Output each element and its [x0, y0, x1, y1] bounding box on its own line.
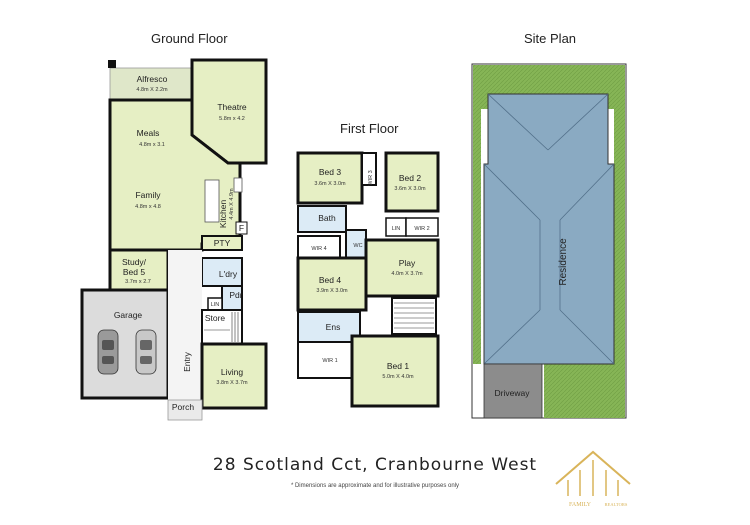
- family-realtors-logo: FAMILY REALTORS: [548, 440, 638, 510]
- play-dims: 4.0m X 3.7m: [391, 271, 423, 277]
- bed1-room: [350, 334, 440, 408]
- first-floor-heading: First Floor: [340, 121, 399, 136]
- bed2-room: [384, 151, 440, 213]
- bath-room: [297, 205, 347, 233]
- bed2-label: Bed 2: [399, 173, 421, 183]
- theatre-dims: 5.8m x 4.2: [219, 116, 245, 122]
- ground-corner-block: [108, 60, 116, 68]
- family-dims: 4.8m x 4.8: [135, 204, 161, 210]
- ground-floor-plan: Alfresco 4.8m X 2.2m Theatre 5.8m x 4.2 …: [80, 58, 268, 421]
- ground-floor-heading: Ground Floor: [151, 31, 228, 46]
- first-linen-label: LIN: [392, 226, 401, 232]
- pantry-room: [201, 235, 243, 251]
- kitchen-island: [204, 179, 220, 223]
- wir2-label: WIR 2: [414, 226, 429, 232]
- wir3-label: WIR 3: [368, 170, 374, 185]
- side-lawn-right: [614, 109, 625, 364]
- logo-text-family: FAMILY: [569, 502, 592, 508]
- side-lawn-left: [473, 109, 481, 364]
- laundry-room: [201, 257, 243, 287]
- residence-roof: [483, 93, 615, 365]
- play-room: [364, 238, 440, 298]
- entry-label: Entry: [182, 351, 192, 372]
- theatre-label: Theatre: [217, 102, 247, 112]
- living-dims: 3.8m X 3.7m: [216, 380, 248, 386]
- wir2-room: [405, 217, 439, 237]
- living-label: Living: [221, 367, 243, 377]
- first-stair-treads: [394, 302, 434, 329]
- front-lawn: [544, 364, 625, 418]
- bed4-label: Bed 4: [319, 275, 341, 285]
- site-plan-drawing: Driveway Residence: [471, 63, 627, 419]
- porch: [167, 399, 203, 421]
- wir3-room: [361, 152, 377, 186]
- study-room: [108, 248, 170, 292]
- bed1-dims: 5.0m X 4.0m: [382, 374, 414, 380]
- ground-linen-label: LIN: [211, 302, 220, 308]
- study-dims: 3.7m x 2.7: [125, 279, 151, 285]
- bed3-room: [296, 151, 364, 205]
- ensuite-room: [297, 311, 361, 343]
- porch-label: Porch: [172, 402, 194, 412]
- bath-label: Bath: [318, 213, 336, 223]
- alfresco-room: [109, 67, 193, 101]
- play-label: Play: [399, 258, 416, 268]
- study-label-line1: Study/: [122, 257, 147, 267]
- store-label: Store: [205, 313, 226, 323]
- house-logo-icon: FAMILY REALTORS: [555, 450, 631, 508]
- site-plan-heading: Site Plan: [524, 31, 577, 46]
- powder-label: Pdr: [229, 290, 242, 300]
- cooktop: [233, 177, 243, 193]
- fridge-label: F: [239, 223, 244, 233]
- first-stairs: [391, 297, 437, 335]
- alfresco-dims: 4.8m X 2.2m: [136, 87, 168, 93]
- wir4-label: WIR 4: [311, 246, 326, 252]
- kitchen-label: Kitchen: [218, 200, 228, 229]
- wc-label: WC: [353, 243, 362, 249]
- bed1-label: Bed 1: [387, 361, 409, 371]
- entry-hall: [168, 250, 202, 400]
- laundry-label: L'dry: [219, 269, 238, 279]
- wir1-label: WIR 1: [322, 358, 337, 364]
- meals-dims: 4.8m x 3.1: [139, 142, 165, 148]
- ensuite-label: Ens: [326, 322, 341, 332]
- bed3-label: Bed 3: [319, 167, 341, 177]
- bed2-dims: 3.6m X 3.0m: [394, 186, 426, 192]
- property-address: 28 Scotland Cct, Cranbourne West: [212, 455, 538, 475]
- store-stairs: [201, 309, 243, 345]
- dimensions-disclaimer: * Dimensions are approximate and for ill…: [290, 483, 460, 489]
- study-label-line2: Bed 5: [123, 267, 145, 277]
- pantry-label: PTY: [214, 238, 231, 248]
- family-label: Family: [135, 190, 161, 200]
- wir1-room: [297, 341, 353, 379]
- alfresco-label: Alfresco: [137, 74, 168, 84]
- driveway: [483, 363, 543, 419]
- roof-ridges: [483, 93, 615, 365]
- bed3-dims: 3.6m X 3.0m: [314, 181, 346, 187]
- ground-stairs: [204, 312, 239, 342]
- kitchen-dims: 4.4m X 4.9m: [229, 188, 235, 220]
- meals-label: Meals: [137, 128, 160, 138]
- logo-text-realtors: REALTORS: [605, 502, 628, 507]
- car-icon: [135, 329, 157, 375]
- fridge-box: [235, 221, 248, 235]
- car-icon: [97, 329, 119, 375]
- bed4-dims: 3.9m X 3.0m: [316, 288, 348, 294]
- garage-label: Garage: [114, 310, 143, 320]
- bed4-room: [296, 256, 368, 312]
- first-floor-plan: Bed 3 3.6m X 3.0m WIR 3 Bed 2 3.6m X 3.0…: [296, 151, 440, 408]
- driveway-label: Driveway: [495, 388, 531, 398]
- living-room: [200, 342, 268, 410]
- residence-label: Residence: [558, 238, 569, 286]
